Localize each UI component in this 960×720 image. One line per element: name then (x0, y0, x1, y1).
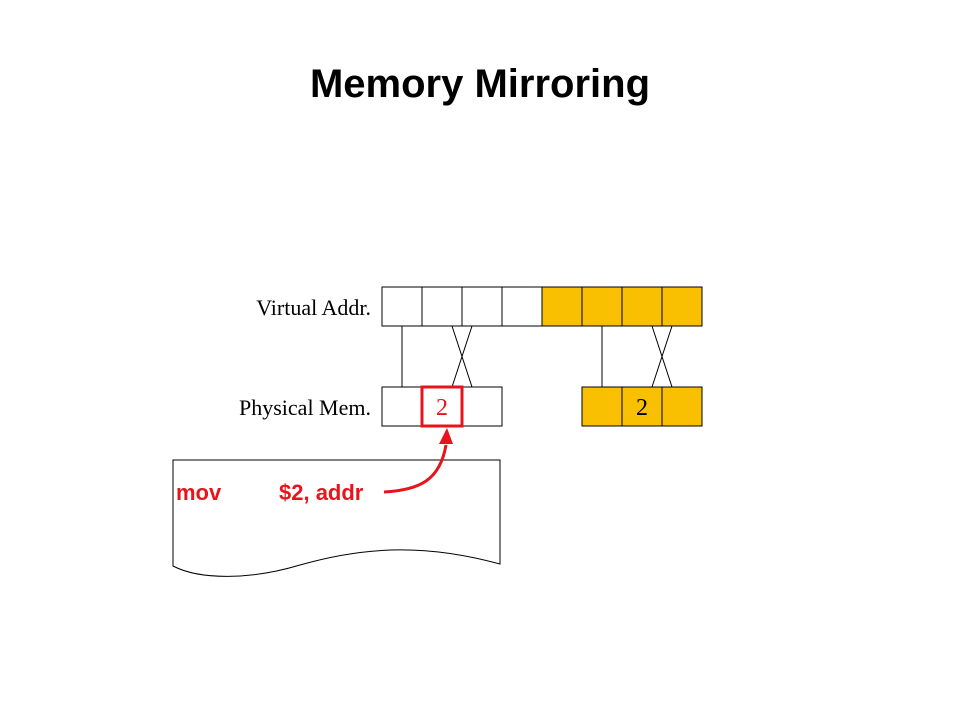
virtual-addr-row (381, 286, 703, 327)
physical-cell-target (420, 385, 464, 428)
virtual-cell (461, 286, 503, 327)
code-op: mov (176, 480, 222, 505)
physical-cell (381, 386, 423, 427)
physical-cell-highlighted (621, 386, 663, 427)
virtual-cell (501, 286, 543, 327)
virtual-addr-label: Virtual Addr. (256, 295, 371, 320)
mapping-line (451, 325, 473, 388)
virtual-cell-highlighted (581, 286, 623, 327)
physical-cell (461, 386, 503, 427)
code-document-shape (172, 459, 501, 577)
virtual-cell-highlighted (621, 286, 663, 327)
physical-mem-label: Physical Mem. (239, 395, 371, 420)
code-args: $2, addr (279, 480, 364, 505)
arrow-line (383, 444, 448, 494)
arrow-head (439, 428, 453, 444)
virtual-cell (421, 286, 463, 327)
physical-mem-block-right (581, 386, 703, 427)
physical-cell-highlighted (581, 386, 623, 427)
page-title: Memory Mirroring (309, 62, 651, 106)
mapping-lines (401, 325, 673, 388)
virtual-cell-highlighted (661, 286, 703, 327)
virtual-cell-highlighted (541, 286, 583, 327)
virtual-cell (381, 286, 423, 327)
mapping-line (651, 325, 673, 388)
physical-cell-highlighted (661, 386, 703, 427)
physical-value-right: 2 (636, 395, 648, 421)
physical-value-left: 2 (436, 395, 448, 421)
